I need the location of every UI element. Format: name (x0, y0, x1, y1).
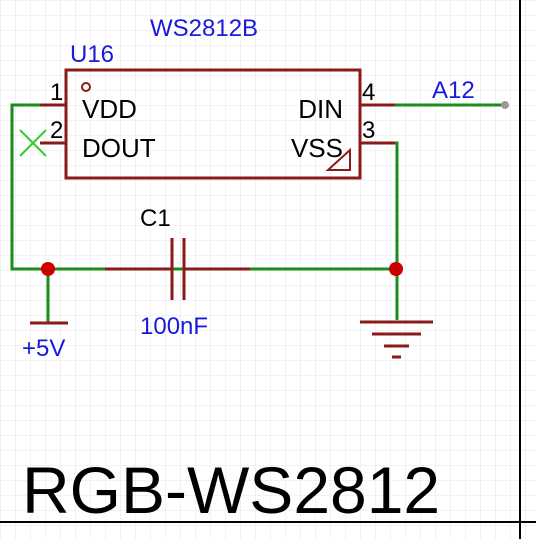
vss-corner-marker (325, 147, 351, 171)
component-u16[interactable] (40, 68, 395, 180)
junction-right (389, 262, 403, 276)
pin-name-vss: VSS (291, 133, 343, 163)
capacitor-designator: C1 (140, 205, 171, 232)
capacitor-c1[interactable] (105, 238, 250, 300)
capacitor-value: 100nF (140, 313, 208, 340)
part-name: WS2812B (150, 15, 258, 42)
power-label: +5V (22, 335, 65, 362)
pin-name-din: DIN (298, 94, 343, 124)
net-label-a12[interactable]: A12 (432, 77, 475, 104)
pin1-indicator (81, 82, 91, 92)
pin-number-3: 3 (362, 117, 375, 144)
pin-number-4: 4 (362, 79, 375, 106)
net-endpoint (501, 101, 509, 109)
ic-body (64, 68, 362, 180)
pin-name-dout: DOUT (82, 133, 156, 163)
pin-number-2: 2 (50, 117, 63, 144)
ground-icon (360, 320, 433, 359)
designator-u16: U16 (70, 41, 114, 68)
sheet-title: RGB-WS2812 (22, 453, 440, 527)
no-connect-mark (19, 129, 47, 157)
pin-name-vdd: VDD (82, 94, 137, 124)
pin-number-1: 1 (50, 79, 63, 106)
junction-left (41, 262, 55, 276)
